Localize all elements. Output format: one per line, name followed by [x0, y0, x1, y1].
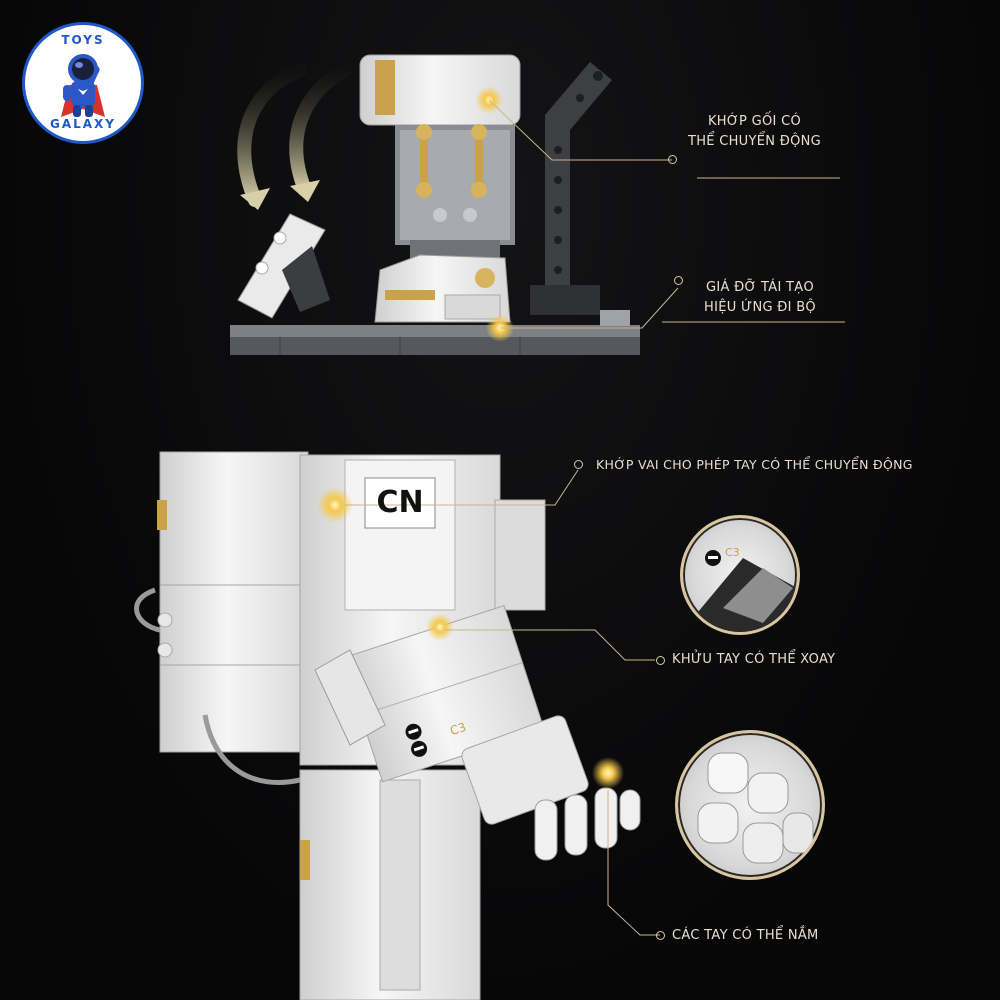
knee-callout-line — [488, 99, 672, 161]
stand-callout-line — [500, 287, 679, 329]
elbow-callout-label: KHỬU TAY CÓ THỂ XOAY — [672, 652, 836, 667]
knee-callout-marker — [668, 155, 677, 164]
motion-arrows — [237, 63, 352, 210]
elbow-joint-highlight — [426, 613, 454, 641]
logo-bottom-text: GALAXY — [49, 117, 116, 131]
chest-badge: CN — [376, 485, 424, 520]
grip-hand — [534, 787, 641, 861]
walking-stand — [530, 62, 630, 326]
knee-callout-label: KHỚP GỐI CÓ THỂ CHUYỂN ĐỘNG — [672, 112, 837, 152]
knee-label-line1: KHỚP GỐI CÓ — [707, 114, 802, 129]
hand-callout-line — [607, 790, 660, 936]
tilted-footplate — [237, 213, 330, 319]
shoulder-callout-label: KHỚP VAI CHO PHÉP TAY CÓ THỂ CHUYỂN ĐỘNG — [596, 457, 913, 472]
elbow-callout-line — [445, 629, 655, 661]
logo-top-text: TOYS — [61, 33, 105, 47]
shoulder-callout-line — [345, 469, 579, 506]
stand-label-line1: GIÁ ĐỠ TÁI TẠO — [705, 280, 815, 295]
astronaut-leg — [359, 54, 521, 323]
hand-joint-highlight — [592, 757, 624, 789]
zoom-detail-forearm: C3 — [680, 515, 800, 635]
stand-callout-marker — [674, 276, 683, 285]
astronaut-mascot-icon — [61, 54, 105, 117]
stand-label-line2: HIỆU ỨNG ĐI BỘ — [704, 300, 816, 315]
hand-callout-marker — [656, 931, 665, 940]
hand-callout-label: CÁC TAY CÓ THỂ NẮM — [672, 928, 819, 943]
stand-callout-label: GIÁ ĐỠ TÁI TẠO HIỆU ỨNG ĐI BỘ — [690, 278, 830, 318]
shoulder-callout-marker — [574, 460, 583, 469]
shoulder-joint-highlight — [317, 487, 353, 523]
brand-logo: TOYS GALAXY — [22, 22, 144, 144]
zoom-detail-hand — [675, 730, 825, 880]
display-base — [230, 325, 640, 355]
astronaut-body — [134, 451, 641, 1000]
elbow-callout-marker — [656, 656, 665, 665]
zoom-part-code: C3 — [725, 546, 740, 559]
knee-label-line2: THỂ CHUYỂN ĐỘNG — [687, 134, 822, 149]
